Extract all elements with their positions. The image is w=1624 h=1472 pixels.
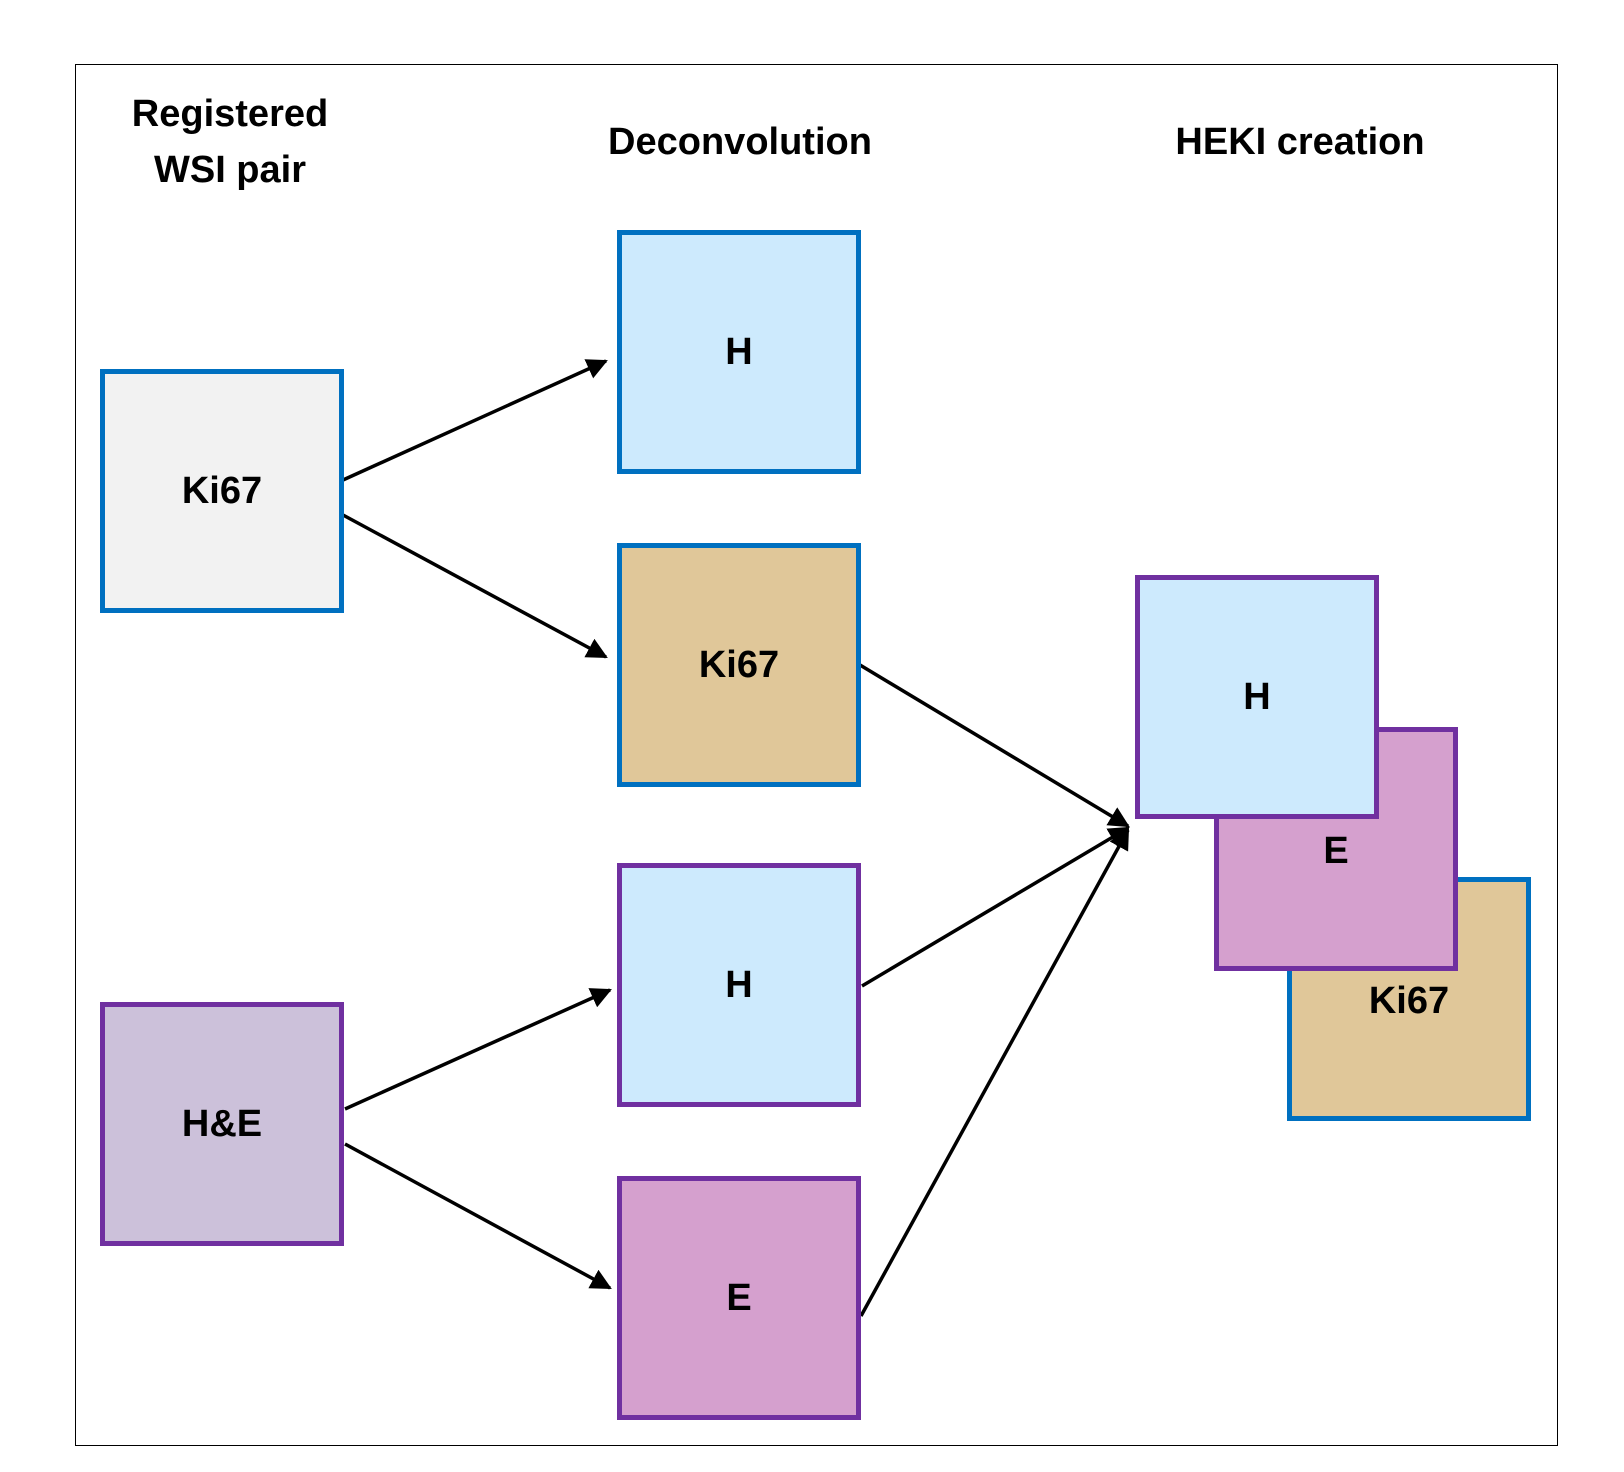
heading-line-2: WSI pair: [153, 149, 307, 191]
node-he-eosin: E: [617, 1176, 861, 1420]
arrow-e-to-heki: [859, 828, 1130, 1317]
arrow-he-to-h: [344, 988, 612, 1111]
arrow-he-to-e: [344, 1142, 612, 1290]
node-label: H&E: [181, 1102, 263, 1145]
node-label: H: [725, 963, 753, 1006]
heading-heki-creation: HEKI creation: [1175, 121, 1425, 163]
heading-deconvolution: Deconvolution: [608, 121, 872, 163]
heading-registered-wsi-pair: Registered WSI pair: [100, 86, 360, 198]
node-heki-hematoxylin: H: [1135, 575, 1379, 819]
node-he-source: H&E: [100, 1002, 344, 1246]
node-label: Ki67: [698, 643, 780, 686]
node-ki67-dab: Ki67: [617, 543, 861, 787]
diagram-frame: [75, 64, 1558, 1446]
node-label: E: [726, 1276, 752, 1319]
node-label: H: [1243, 675, 1271, 718]
node-label: Ki67: [181, 469, 263, 512]
node-label: E: [1323, 830, 1349, 872]
arrow-h-to-heki: [861, 826, 1130, 988]
node-ki67-hematoxylin: H: [617, 230, 861, 474]
arrow-dab-to-heki: [859, 663, 1130, 828]
arrow-ki67-to-h: [342, 359, 608, 482]
arrow-ki67-to-dab: [342, 513, 608, 659]
node-ki67-source: Ki67: [100, 369, 344, 613]
node-he-hematoxylin: H: [617, 863, 861, 1107]
heading-line-1: Registered: [131, 93, 329, 135]
node-label: Ki67: [1368, 980, 1450, 1022]
node-label: H: [725, 330, 753, 373]
